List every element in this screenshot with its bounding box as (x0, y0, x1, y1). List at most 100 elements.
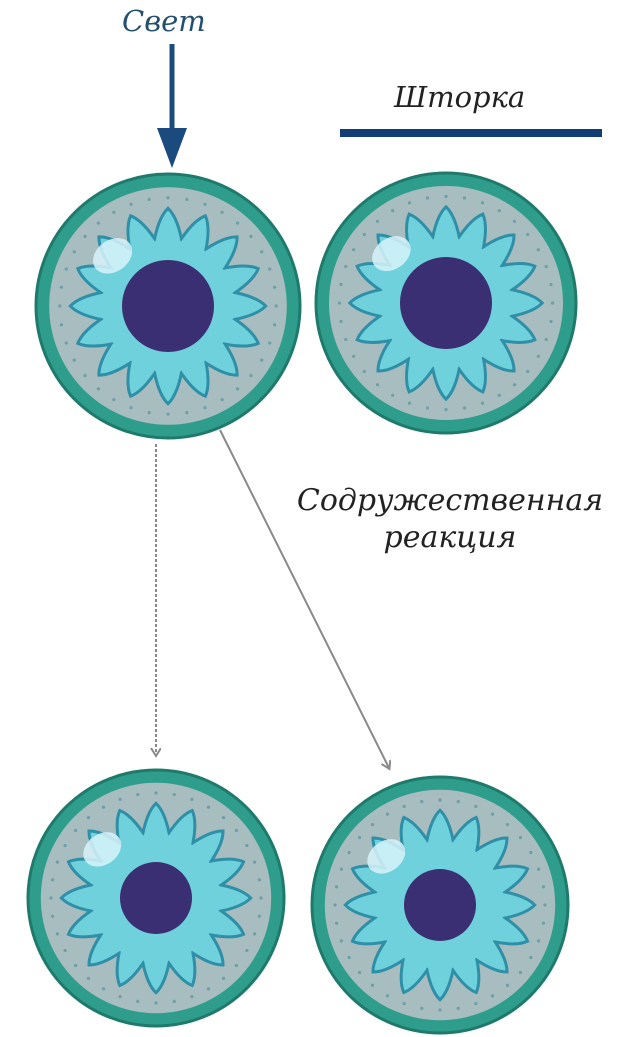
iris-dot (112, 211, 115, 214)
iris-dot (444, 408, 447, 411)
pupil (122, 260, 214, 352)
iris-dot (51, 878, 54, 881)
iris-dot (173, 793, 176, 796)
iris-dot (386, 813, 389, 816)
iris-dot (185, 198, 188, 201)
iris-dot (537, 355, 540, 358)
iris-dot (56, 861, 59, 864)
eye-bottom-left-constricted (28, 770, 284, 1026)
iris-dot (376, 383, 379, 386)
iris-dot (491, 994, 494, 997)
iris-dot (87, 977, 90, 980)
iris-dot (376, 220, 379, 223)
iris-dot (60, 286, 63, 289)
iris-dot (426, 196, 429, 199)
iris-dot (222, 977, 225, 980)
iris-dot (348, 851, 351, 854)
iris-dot (148, 411, 151, 414)
iris-dot (352, 248, 355, 251)
iris-dot (542, 885, 545, 888)
iris-dot (474, 805, 477, 808)
iris-dot (129, 406, 132, 409)
iris-dot (154, 791, 157, 794)
iris-dot (340, 868, 343, 871)
iris-dot (344, 338, 347, 341)
iris-dot (545, 338, 548, 341)
iris-dot (463, 406, 466, 409)
iris-dot (340, 939, 343, 942)
iris-dot (545, 265, 548, 268)
iris-dot (408, 402, 411, 405)
iris-dot (339, 283, 342, 286)
iris-dot (335, 922, 338, 925)
iris-dot (173, 1000, 176, 1003)
iris-dot (84, 235, 87, 238)
iris-dot (386, 994, 389, 997)
iris-dot (481, 402, 484, 405)
shutter-label: Шторка (394, 80, 525, 114)
pupil (404, 869, 476, 941)
iris-dot (203, 406, 206, 409)
iris-dot (148, 198, 151, 201)
iris-dot (73, 250, 76, 253)
iris-dot (65, 267, 68, 270)
iris-dot (185, 411, 188, 414)
iris-dot (102, 806, 105, 809)
eye-top-right-shaded (316, 173, 576, 433)
iris-dot (74, 964, 77, 967)
iris-dot (438, 798, 441, 801)
iris-dot (97, 222, 100, 225)
iris-dot (221, 398, 224, 401)
iris-dot (513, 383, 516, 386)
iris-dot (352, 355, 355, 358)
iris-dot (119, 798, 122, 801)
iris-dot (258, 915, 261, 918)
iris-dot (529, 851, 532, 854)
iris-dot (420, 800, 423, 803)
iris-dot (335, 885, 338, 888)
iris-dot (268, 341, 271, 344)
iris-dot (529, 956, 532, 959)
iris-dot (84, 374, 87, 377)
iris-dot (438, 1008, 441, 1011)
iris-dot (457, 1007, 460, 1010)
pupil (120, 862, 192, 934)
iris-dot (112, 398, 115, 401)
iris-dot (64, 949, 67, 952)
iris-dot (268, 267, 271, 270)
iris-dot (260, 359, 263, 362)
iris-dot (403, 805, 406, 808)
iris-dot (344, 265, 347, 268)
iris-dot (97, 387, 100, 390)
iris-dot (136, 1000, 139, 1003)
iris-dot (498, 394, 501, 397)
iris-dot (526, 233, 529, 236)
iris-dot (207, 806, 210, 809)
iris-dot (87, 816, 90, 819)
iris-dot (64, 844, 67, 847)
iris-dot (420, 1007, 423, 1010)
iris-dot (119, 995, 122, 998)
iris-dot (249, 235, 252, 238)
iris-dot (408, 201, 411, 204)
iris-dot (537, 248, 540, 251)
eye-bottom-right-constricted (312, 777, 568, 1033)
iris-dot (166, 413, 169, 416)
shutter-bar (340, 129, 602, 137)
iris-dot (259, 896, 262, 899)
iris-dot (253, 932, 256, 935)
light-label: Свет (122, 4, 206, 38)
iris-dot (222, 816, 225, 819)
iris-dot (426, 406, 429, 409)
iris-dot (258, 878, 261, 881)
iris-dot (363, 370, 366, 373)
iris-dot (358, 971, 361, 974)
iris-dot (339, 320, 342, 323)
iris-dot (519, 971, 522, 974)
iris-dot (275, 304, 278, 307)
iris-dot (463, 196, 466, 199)
iris-dot (74, 829, 77, 832)
iris-dot (136, 793, 139, 796)
iris-dot (457, 800, 460, 803)
iris-dot (506, 823, 509, 826)
